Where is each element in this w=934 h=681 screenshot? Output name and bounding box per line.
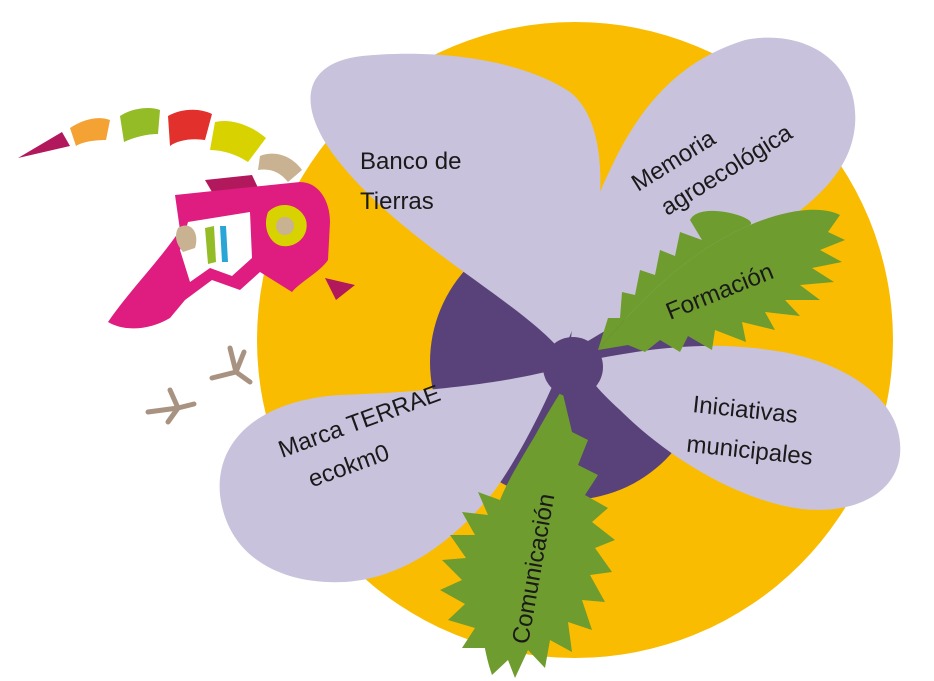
petal-banco-de-tierras [310,53,601,353]
petal-iniciativas-municipales [580,345,901,510]
petal-label-banco: Banco de Tierras [360,148,468,215]
center-bud [543,337,603,397]
leaf-comunicacion [440,390,615,678]
petal-marca-terrae [219,368,560,583]
goat-head-icon [18,108,355,329]
leaf-formacion [598,209,845,352]
petal-label-line: Tierras [360,188,434,215]
bird-tracks-icon [145,345,253,425]
petal-label-line: Banco de [360,148,461,175]
